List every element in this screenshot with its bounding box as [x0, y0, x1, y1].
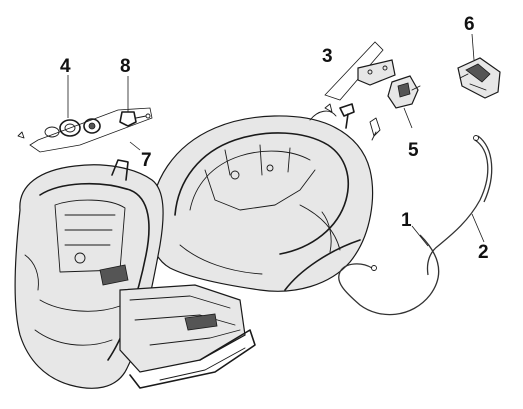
callout-5: 5	[408, 140, 419, 161]
callout-1: 1	[401, 210, 412, 231]
floor-panel	[119, 284, 256, 389]
item-6-hook-bracket	[457, 33, 501, 99]
item-5-lock-actuator	[387, 75, 421, 129]
callout-2: 2	[478, 242, 489, 263]
rear-body-shell	[149, 110, 374, 292]
item-2-cable	[426, 135, 493, 276]
item-1-cable	[338, 225, 440, 316]
callout-3: 3	[322, 46, 333, 67]
callout-8: 8	[120, 56, 131, 77]
item-7-group-bracket	[29, 107, 153, 153]
callout-labels: 1 2 3 4 5 6 7 8	[60, 14, 489, 263]
callout-7: 7	[141, 150, 152, 171]
callout-6: 6	[464, 14, 475, 35]
callout-4: 4	[60, 56, 71, 77]
item-3-seat-lock-bracket	[324, 41, 396, 141]
item-4-ignition-parts	[17, 75, 101, 139]
item-8-key-part	[119, 76, 151, 127]
